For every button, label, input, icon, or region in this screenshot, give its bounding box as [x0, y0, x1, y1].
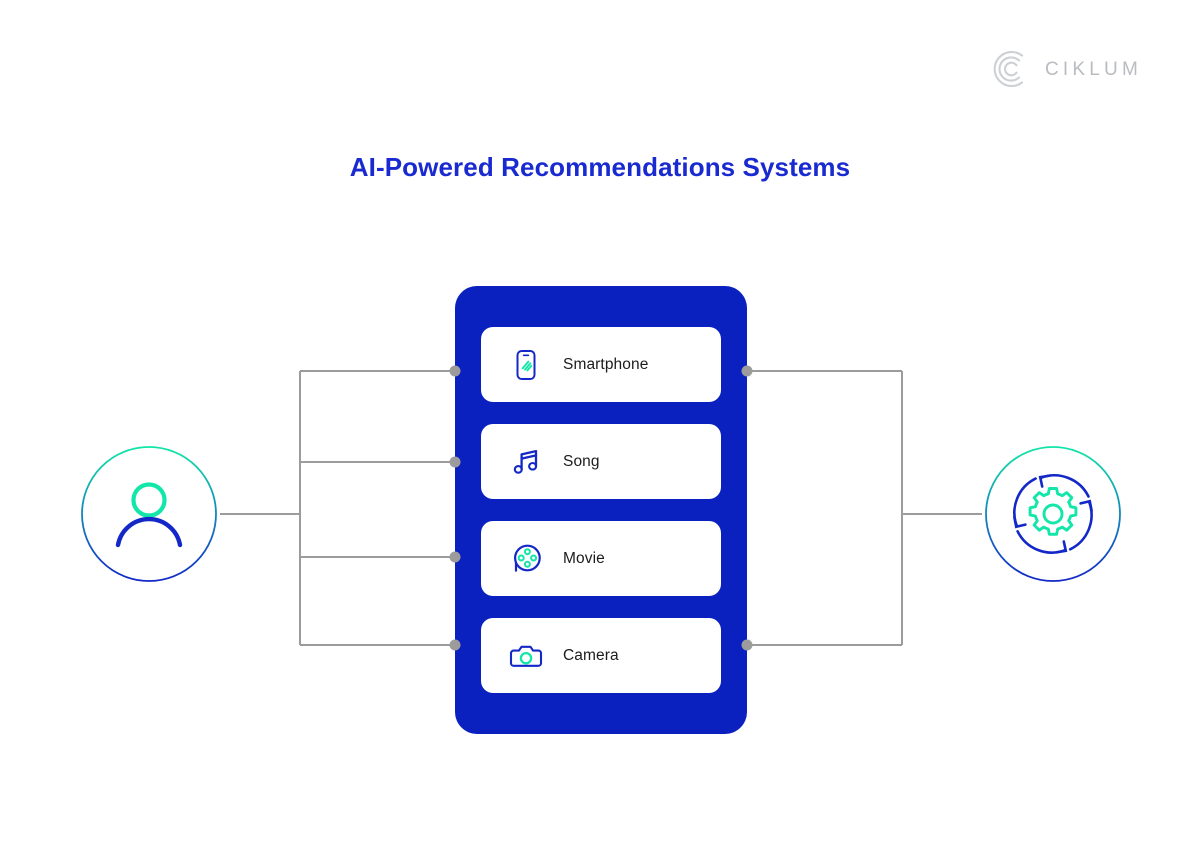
recommendation-engine-node[interactable] — [984, 445, 1122, 583]
brand-logo: CIKLUM — [989, 48, 1142, 90]
film-reel-icon — [509, 542, 543, 576]
item-label: Smartphone — [563, 355, 649, 373]
item-card-camera[interactable]: Camera — [481, 618, 721, 693]
item-label: Movie — [563, 549, 605, 567]
item-card-smartphone[interactable]: Smartphone — [481, 327, 721, 402]
item-card-movie[interactable]: Movie — [481, 521, 721, 596]
connector-dot-left-movie — [449, 551, 461, 563]
camera-icon — [509, 639, 543, 673]
connector-dot-left-smartphone — [449, 365, 461, 377]
user-node[interactable] — [80, 445, 218, 583]
item-label: Camera — [563, 646, 619, 664]
connector-dot-left-camera — [449, 639, 461, 651]
connector-dot-right-camera — [741, 639, 753, 651]
brand-name: CIKLUM — [1045, 58, 1142, 80]
item-label: Song — [563, 452, 600, 470]
connector-dot-left-song — [449, 456, 461, 468]
refresh-arrows-icon — [1013, 474, 1093, 554]
item-card-song[interactable]: Song — [481, 424, 721, 499]
user-avatar-icon — [115, 482, 183, 548]
gear-icon — [1028, 487, 1078, 536]
recommendation-items-panel: Smartphone Song — [455, 286, 747, 734]
smartphone-icon — [509, 348, 543, 382]
music-note-icon — [509, 445, 543, 479]
connector-dot-right-smartphone — [741, 365, 753, 377]
ciklum-arc-logo-icon — [989, 48, 1031, 90]
page-title: AI-Powered Recommendations Systems — [349, 152, 851, 182]
